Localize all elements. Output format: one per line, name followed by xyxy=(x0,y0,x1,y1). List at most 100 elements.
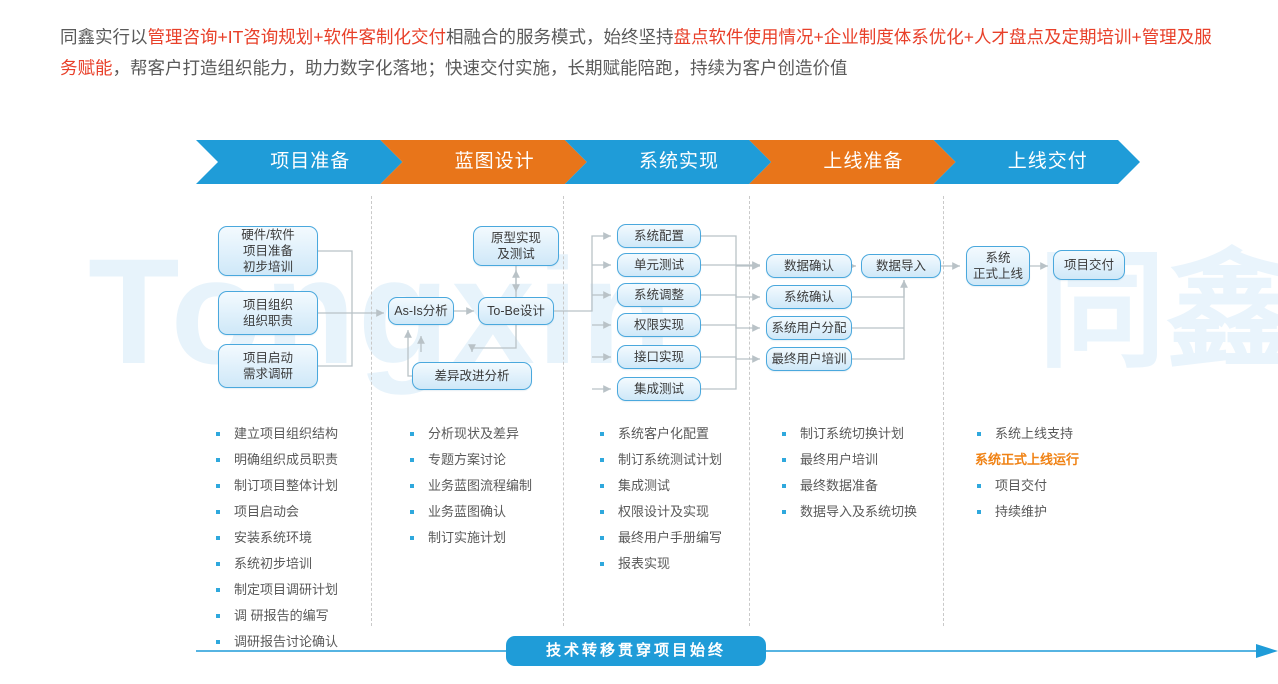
flow-node-label: 项目启动需求调研 xyxy=(242,351,293,381)
bullet-item: 专题方案讨论 xyxy=(408,452,532,468)
flow-node-gap[interactable]: 差异改进分析 xyxy=(412,362,532,390)
flow-node-proto[interactable]: 原型实现及测试 xyxy=(473,226,559,266)
connector xyxy=(318,311,353,367)
bullet-item: 制订项目整体计划 xyxy=(214,478,338,494)
phase-label-3[interactable]: 系统实现 xyxy=(638,151,719,172)
flow-node-formal-golive[interactable]: 系统正式上线 xyxy=(966,246,1030,286)
bullet-item: 最终数据准备 xyxy=(780,478,917,494)
flow-node-api-impl[interactable]: 接口实现 xyxy=(617,345,701,369)
bottom-arrow-shape xyxy=(196,636,1278,666)
flow-node-sys-adjust[interactable]: 系统调整 xyxy=(617,283,701,307)
intro-paragraph: 同鑫实行以管理咨询+IT咨询规划+软件客制化交付相融合的服务模式，始终坚持盘点软… xyxy=(60,22,1220,84)
connector xyxy=(701,266,737,390)
bullet-item: 持续维护 xyxy=(975,504,1079,520)
flow-node-data-import[interactable]: 数据导入 xyxy=(861,254,941,278)
flow-node-label: 系统正式上线 xyxy=(972,251,1023,281)
column-divider-2 xyxy=(563,196,564,626)
phase-label-5[interactable]: 上线交付 xyxy=(1007,151,1088,172)
intro-segment: 管理咨询 xyxy=(147,27,218,47)
bullet-item: 系统客户化配置 xyxy=(598,426,722,442)
bullet-list-blueprint: 分析现状及差异专题方案讨论业务蓝图流程编制业务蓝图确认制订实施计划 xyxy=(408,426,532,556)
flow-node-label: 硬件/软件项目准备初步培训 xyxy=(241,228,295,274)
flow-node-sys-confirm[interactable]: 系统确认 xyxy=(766,285,852,309)
bullet-item: 系统正式上线运行 xyxy=(975,452,1080,467)
intro-segment: 人才盘点及定期培训 xyxy=(974,27,1132,47)
flow-node-as-is[interactable]: As-Is分析 xyxy=(388,297,454,325)
flow-node-label: 系统调整 xyxy=(633,288,684,302)
bullet-list-realize: 系统客户化配置制订系统测试计划集成测试权限设计及实现最终用户手册编写报表实现 xyxy=(598,426,722,582)
bullet-item: 报表实现 xyxy=(598,556,722,572)
bullet-list-delivery: 系统上线支持系统正式上线运行项目交付持续维护 xyxy=(975,426,1079,530)
bullet-item: 分析现状及差异 xyxy=(408,426,532,442)
phase-label-4[interactable]: 上线准备 xyxy=(823,151,904,172)
flow-node-unit-test[interactable]: 单元测试 xyxy=(617,253,701,277)
connector xyxy=(701,235,760,270)
connector xyxy=(852,280,905,360)
flow-node-label: To-Be设计 xyxy=(487,304,545,318)
bullet-item: 建立项目组织结构 xyxy=(214,426,338,442)
bullet-item: 系统上线支持 xyxy=(975,426,1079,442)
connector xyxy=(701,293,760,301)
bullet-item: 集成测试 xyxy=(598,478,722,494)
flow-node-label: 单元测试 xyxy=(633,258,684,272)
phase-banner-shapes xyxy=(196,140,1140,184)
connector xyxy=(318,250,353,311)
flow-node-auth-impl[interactable]: 权限实现 xyxy=(617,313,701,337)
intro-segment: IT咨询规划 xyxy=(227,27,314,47)
flow-node-proj-kickoff[interactable]: 项目启动需求调研 xyxy=(218,344,318,388)
intro-segment: + xyxy=(963,27,974,47)
intro-segment: + xyxy=(1131,27,1142,47)
bullet-item: 制订系统切换计划 xyxy=(780,426,917,442)
intro-segment: 同鑫实行以 xyxy=(60,27,148,47)
bullet-item: 制订实施计划 xyxy=(408,530,532,546)
bullet-list-prep: 建立项目组织结构明确组织成员职责制订项目整体计划项目启动会安装系统环境系统初步培… xyxy=(214,426,338,660)
bottom-arrow-label: 技术转移贯穿项目始终 xyxy=(545,642,726,659)
bullet-item: 明确组织成员职责 xyxy=(214,452,338,468)
intro-segment: + xyxy=(813,27,824,47)
bullet-item: 调 研报告的编写 xyxy=(214,608,338,624)
connector xyxy=(554,232,611,312)
bullet-item: 调研报告讨论确认 xyxy=(214,634,338,650)
bullet-item: 业务蓝图确认 xyxy=(408,504,532,520)
flow-node-final-training[interactable]: 最终用户培训 xyxy=(766,347,852,371)
flow-node-sys-config[interactable]: 系统配置 xyxy=(617,224,701,248)
bullet-item: 制定项目调研计划 xyxy=(214,582,338,598)
bullet-item: 项目交付 xyxy=(975,478,1079,494)
flow-node-to-be[interactable]: To-Be设计 xyxy=(478,297,554,325)
phase-chevron xyxy=(564,140,772,184)
bullet-item: 最终用户手册编写 xyxy=(598,530,722,546)
flow-node-label: 系统配置 xyxy=(633,229,684,243)
bullet-item: 项目启动会 xyxy=(214,504,338,520)
flow-node-label: As-Is分析 xyxy=(394,304,448,318)
bullet-item: 最终用户培训 xyxy=(780,452,917,468)
phase-label-2[interactable]: 蓝图设计 xyxy=(454,151,535,172)
flow-node-label: 最终用户培训 xyxy=(771,352,847,366)
flow-node-label: 权限实现 xyxy=(633,318,684,332)
bullet-item: 系统初步培训 xyxy=(214,556,338,572)
flow-node-proj-org[interactable]: 项目组织组织职责 xyxy=(218,291,318,335)
flow-node-proj-delivery[interactable]: 项目交付 xyxy=(1053,250,1125,280)
bottom-arrow-bar: 技术转移贯穿项目始终 xyxy=(196,636,1278,666)
bullet-list-golive-prep: 制订系统切换计划最终用户培训最终数据准备数据导入及系统切换 xyxy=(780,426,917,530)
flow-node-label: 数据导入 xyxy=(875,259,926,273)
intro-segment: ，帮客户打造组织能力，助力数字化落地；快速交付实施，长期赋能陪跑，持续为客户创造… xyxy=(112,58,848,78)
connector xyxy=(701,355,760,363)
bullet-item: 数据导入及系统切换 xyxy=(780,504,917,520)
phase-chevron xyxy=(196,140,403,184)
phase-label-1[interactable]: 项目准备 xyxy=(270,151,351,172)
flow-node-label: 项目组织组织职责 xyxy=(242,298,293,328)
column-divider-4 xyxy=(943,196,944,626)
intro-segment: 盘点软件使用情况 xyxy=(673,27,814,47)
phase-chevron xyxy=(380,140,587,184)
column-divider-1 xyxy=(371,196,372,626)
flow-node-label: 数据确认 xyxy=(783,259,834,273)
flow-node-hw-sw-prep[interactable]: 硬件/软件项目准备初步培训 xyxy=(218,226,318,276)
flow-node-user-assign[interactable]: 系统用户分配 xyxy=(766,316,852,340)
connector xyxy=(701,324,760,332)
flow-node-integration-test[interactable]: 集成测试 xyxy=(617,377,701,401)
flow-node-data-confirm[interactable]: 数据确认 xyxy=(766,254,852,278)
bullet-item: 业务蓝图流程编制 xyxy=(408,478,532,494)
bullet-item: 制订系统测试计划 xyxy=(598,452,722,468)
phase-chevron xyxy=(749,140,956,184)
